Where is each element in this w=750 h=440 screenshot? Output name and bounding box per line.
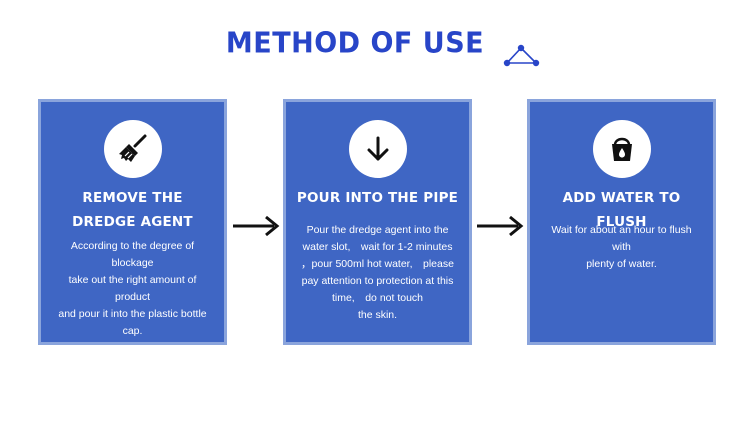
step-description: Pour the dredge agent into the water slo… bbox=[301, 224, 454, 321]
arrow-down-icon bbox=[367, 136, 388, 161]
step-title: POUR INTO THE PIPE bbox=[296, 190, 459, 206]
network-nodes-icon bbox=[503, 44, 540, 67]
step-description: Wait for about an hour to flush with ple… bbox=[551, 224, 692, 270]
step-card-pour-pipe: POUR INTO THE PIPE Pour the dredge agent… bbox=[283, 99, 472, 345]
page-title: METHOD OF USE bbox=[225, 27, 485, 60]
step-card-remove-agent: REMOVE THE DREDGE AGENT According to the… bbox=[38, 99, 227, 345]
broom-icon bbox=[118, 134, 146, 162]
arrow-right-icon bbox=[233, 215, 280, 237]
water-bucket-icon bbox=[611, 137, 632, 161]
step-icon-container bbox=[348, 120, 407, 178]
step-card-add-water: ADD WATER TO FLUSH Wait for about an hou… bbox=[527, 99, 716, 345]
step-description: According to the degree of blockage take… bbox=[58, 240, 207, 337]
step-title: REMOVE THE DREDGE AGENT bbox=[72, 190, 193, 230]
step-icon-container bbox=[592, 120, 651, 178]
arrow-right-icon bbox=[477, 215, 524, 237]
step-icon-container bbox=[103, 120, 162, 178]
step-title: ADD WATER TO FLUSH bbox=[562, 190, 681, 230]
